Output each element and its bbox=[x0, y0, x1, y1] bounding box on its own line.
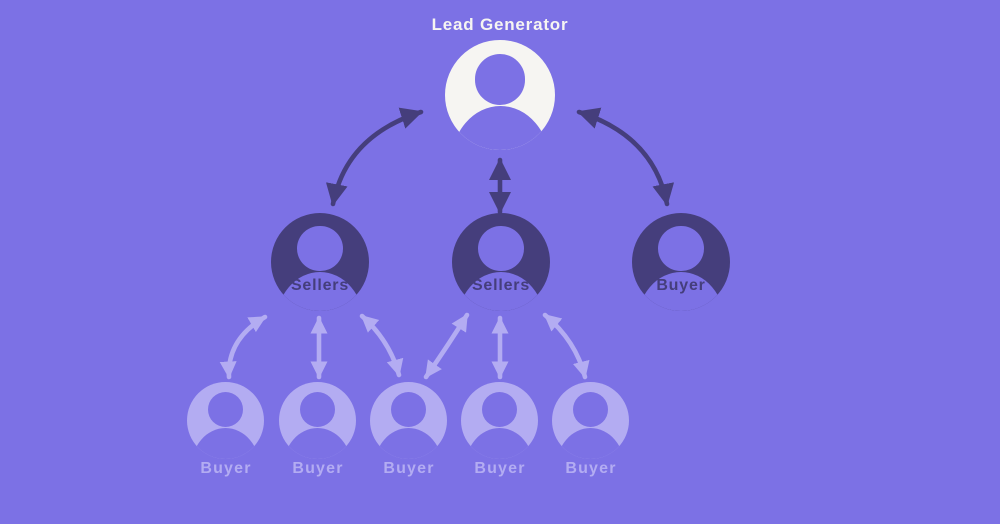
node-sellers-1: Sellers bbox=[271, 213, 369, 311]
person-head bbox=[299, 392, 336, 428]
node-label: Buyer bbox=[200, 460, 252, 477]
node-label: Buyer bbox=[383, 460, 435, 477]
arrow-sellers1-buyer1 bbox=[219, 314, 268, 380]
person-head bbox=[207, 392, 244, 428]
person-head bbox=[481, 392, 518, 428]
person-torso bbox=[190, 428, 261, 459]
person-icon bbox=[370, 382, 447, 459]
person-head bbox=[658, 225, 704, 271]
node-sellers-2: Sellers bbox=[452, 213, 550, 311]
person-torso bbox=[373, 428, 444, 459]
lead-generator-title: Lead Generator bbox=[431, 15, 569, 34]
person-head bbox=[572, 392, 609, 428]
person-head bbox=[474, 54, 526, 105]
person-head bbox=[478, 225, 524, 271]
person-icon bbox=[279, 382, 356, 459]
person-torso bbox=[555, 428, 626, 459]
arrow-leadgen-buyermid bbox=[576, 107, 675, 207]
person-icon bbox=[461, 382, 538, 459]
person-torso bbox=[450, 106, 550, 150]
node-label: Buyer bbox=[474, 460, 526, 477]
node-buyer-4 bbox=[461, 382, 538, 459]
person-head bbox=[390, 392, 427, 428]
person-icon bbox=[552, 382, 629, 459]
arrow-sellers1-buyer3 bbox=[359, 313, 404, 378]
node-label: Buyer bbox=[656, 276, 706, 294]
arrow-sellers2-buyer5 bbox=[542, 312, 590, 380]
person-head bbox=[297, 225, 343, 271]
arrow-leadgen-sellers1 bbox=[325, 107, 424, 207]
node-label: Buyer bbox=[565, 460, 617, 477]
person-icon bbox=[445, 40, 555, 150]
node-label: Buyer bbox=[292, 460, 344, 477]
person-torso bbox=[464, 428, 535, 459]
node-buyer-2 bbox=[279, 382, 356, 459]
node-buyer-3 bbox=[370, 382, 447, 459]
node-label: Sellers bbox=[471, 276, 531, 294]
person-icon: Buyer bbox=[632, 213, 730, 311]
arrow-sellers2-buyer3 bbox=[423, 312, 470, 380]
person-torso bbox=[282, 428, 353, 459]
person-icon bbox=[187, 382, 264, 459]
node-lead-generator bbox=[445, 40, 555, 150]
person-icon: Sellers bbox=[271, 213, 369, 311]
node-buyer-5 bbox=[552, 382, 629, 459]
node-buyer-1 bbox=[187, 382, 264, 459]
node-buyer-mid: Buyer bbox=[632, 213, 730, 311]
node-label: Sellers bbox=[290, 276, 350, 294]
person-icon: Sellers bbox=[452, 213, 550, 311]
